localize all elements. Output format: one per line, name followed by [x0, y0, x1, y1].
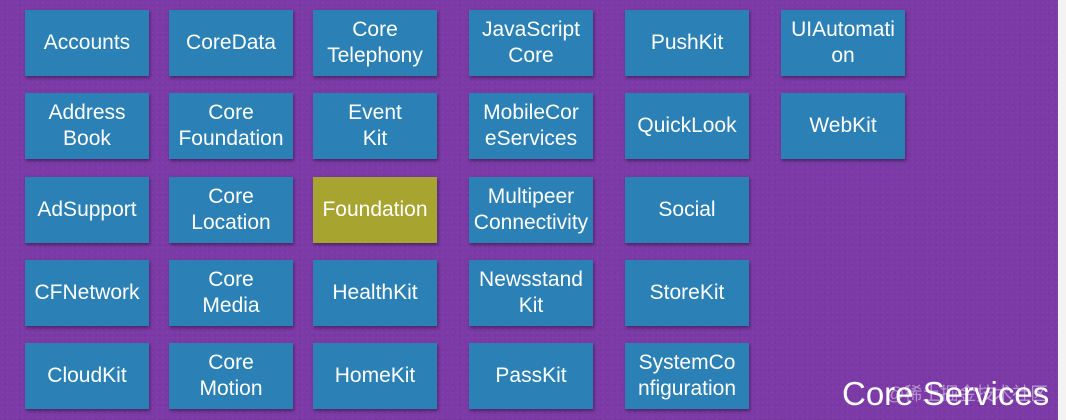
- tile-passkit: PassKit: [469, 343, 593, 409]
- tile-core-foundation: Core Foundation: [169, 93, 293, 159]
- tile-homekit: HomeKit: [313, 343, 437, 409]
- tile-healthkit: HealthKit: [313, 260, 437, 326]
- tile-coredata: CoreData: [169, 10, 293, 76]
- tile-event-kit: Event Kit: [313, 93, 437, 159]
- tile-address-book: Address Book: [25, 93, 149, 159]
- tile-multipeer-connectivity: Multipeer Connectivity: [469, 177, 593, 243]
- tile-uiautomation: UIAutomati on: [781, 10, 905, 76]
- right-edge-strip: [1058, 0, 1066, 420]
- tile-social: Social: [625, 177, 749, 243]
- tile-quicklook: QuickLook: [625, 93, 749, 159]
- tile-foundation: Foundation: [313, 177, 437, 243]
- watermark: @稀土掘金技术社区: [886, 384, 1049, 404]
- tile-system-configuration: SystemCo nfiguration: [625, 343, 749, 409]
- tile-core-media: Core Media: [169, 260, 293, 326]
- tile-adsupport: AdSupport: [25, 177, 149, 243]
- tile-core-telephony: Core Telephony: [313, 10, 437, 76]
- tile-mobile-core-services: MobileCor eServices: [469, 93, 593, 159]
- tile-newsstand-kit: Newsstand Kit: [469, 260, 593, 326]
- tile-accounts: Accounts: [25, 10, 149, 76]
- tile-webkit: WebKit: [781, 93, 905, 159]
- tile-javascript-core: JavaScript Core: [469, 10, 593, 76]
- tile-pushkit: PushKit: [625, 10, 749, 76]
- tile-cloudkit: CloudKit: [25, 343, 149, 409]
- tile-core-motion: Core Motion: [169, 343, 293, 409]
- tile-storekit: StoreKit: [625, 260, 749, 326]
- tile-core-location: Core Location: [169, 177, 293, 243]
- tile-cfnetwork: CFNetwork: [25, 260, 149, 326]
- slide-title: Core Services: [842, 375, 1050, 412]
